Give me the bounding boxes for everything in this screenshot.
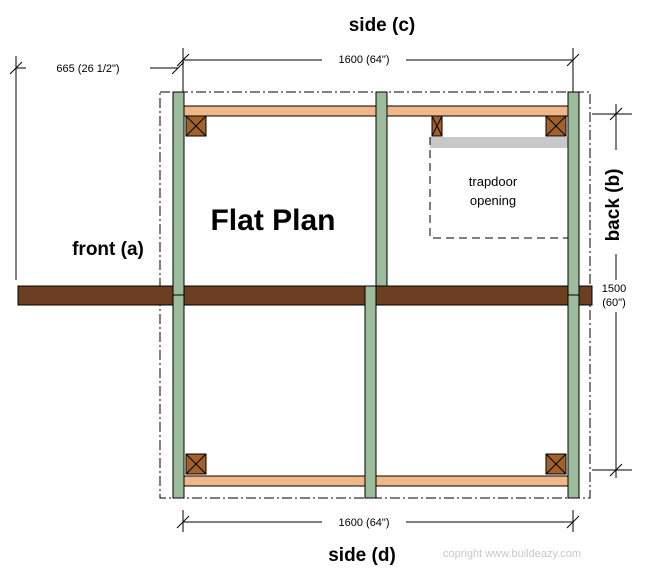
side-d-label: side (d)	[328, 545, 396, 566]
block-trapdoor	[431, 115, 443, 137]
block-bottom-left	[185, 453, 207, 475]
copyright-notice: copright www.buildeazy.com	[443, 548, 581, 560]
bottom-width-dimension: 1600 (64")	[339, 517, 390, 529]
joist-middle-upper	[375, 91, 388, 287]
depth-dimension-line1: 1500	[602, 283, 626, 295]
front-label: front (a)	[72, 239, 144, 260]
depth-dimension-line2: (60")	[602, 297, 625, 309]
side-c-label: side (c)	[349, 15, 416, 36]
top-width-dimension: 1600 (64")	[339, 54, 390, 66]
trapdoor-label-line2: opening	[470, 193, 516, 208]
trapdoor-label-line1: trapdoor	[469, 174, 518, 189]
main-beam	[17, 285, 593, 306]
joist-left-upper	[172, 91, 185, 296]
joist-right-upper	[567, 91, 580, 296]
joist-middle-lower	[364, 285, 377, 499]
block-top-right	[545, 115, 567, 137]
trapdoor-trimmer	[430, 137, 568, 148]
front-offset-dimension: 665 (26 1/2")	[56, 63, 119, 75]
back-label: back (b)	[603, 169, 624, 242]
block-top-left	[185, 115, 207, 137]
bottom-plate	[181, 475, 575, 487]
joist-left-lower	[172, 294, 185, 499]
block-bottom-right	[545, 453, 567, 475]
joist-right-lower	[567, 294, 580, 499]
trapdoor-opening-outline	[429, 137, 568, 239]
plan-title: Flat Plan	[210, 204, 335, 237]
